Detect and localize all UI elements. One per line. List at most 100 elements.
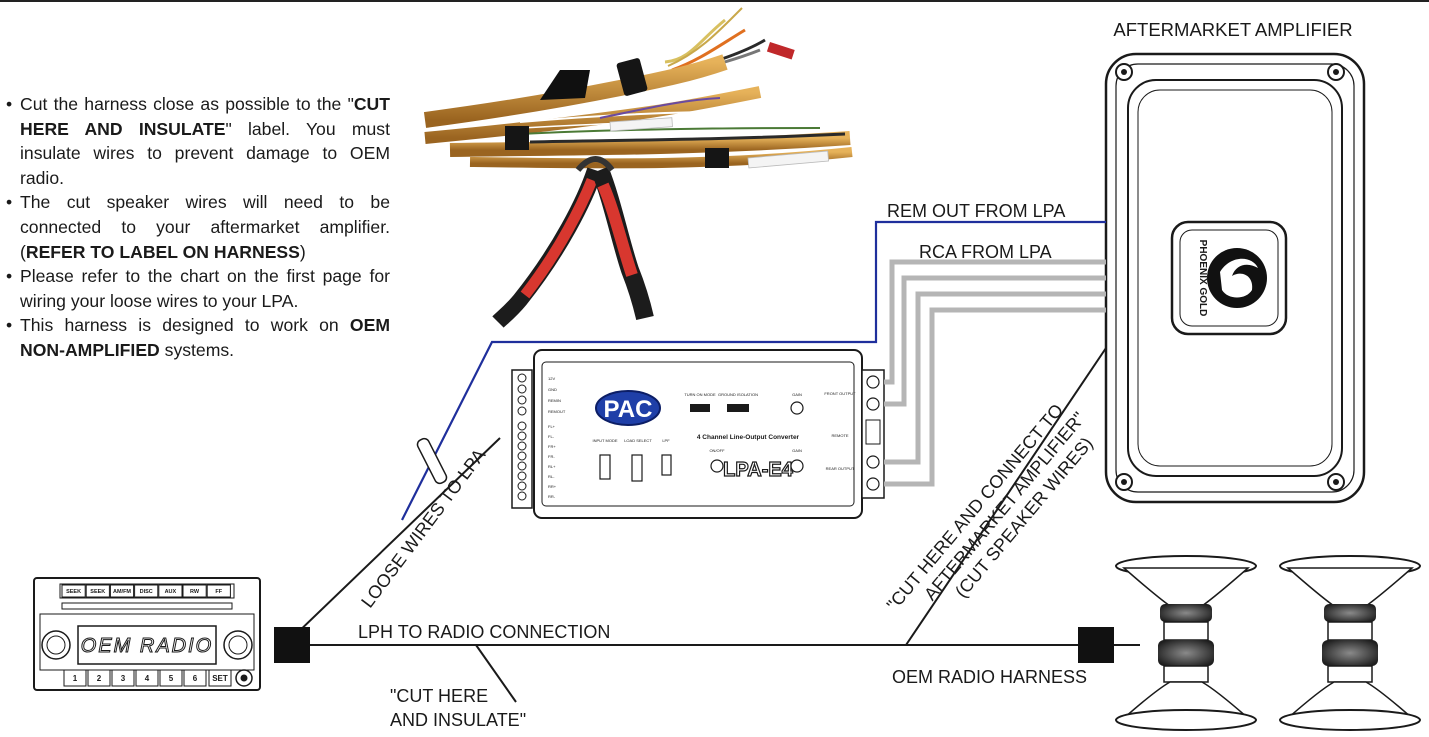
lpa-terminal-8: FR- (548, 454, 555, 459)
radio-display: OEM RADIO (81, 635, 213, 657)
oem-harness-label: OEM RADIO HARNESS (892, 667, 1087, 687)
radio-top-1-button (61, 584, 86, 598)
lpa-terminal-4: REMOUT (548, 409, 566, 414)
lpa-switch-label-1: TURN ON MODE (684, 392, 716, 397)
lpa-terminal-10: RL- (548, 474, 555, 479)
radio-preset-2-button (87, 669, 111, 687)
lpa-subtitle: 4 Channel Line-Output Converter (697, 434, 800, 441)
radio-top-3-label: AM/FM (113, 589, 131, 595)
rca-wire-4 (884, 307, 1106, 487)
amplifier-label: AFTERMARKET AMPLIFIER (1113, 19, 1352, 40)
radio-top-4-button (134, 584, 159, 598)
lpa-gain-label-1: GAIN (792, 392, 802, 397)
radio-preset-6-button (183, 669, 207, 687)
lpa-control-label-3: LPF (662, 438, 670, 443)
radio-top-5-label: AUX (165, 589, 177, 595)
cut-insulate-leader (475, 644, 517, 703)
radio-top-5-button (158, 584, 183, 598)
lpa-gain-label-3: GAIN (792, 448, 802, 453)
speaker-right (1279, 555, 1421, 731)
rca-wire-3 (884, 291, 1106, 465)
instruction-emphasis: OEM NON-AMPLIFIED (20, 315, 390, 360)
radio-top-7-button (206, 584, 231, 598)
radio-top-6-label: RW (190, 589, 200, 595)
radio-preset-5-label: 5 (169, 674, 174, 683)
lpa-brand: PAC (604, 396, 653, 423)
radio-preset-3-label: 3 (121, 674, 126, 683)
rca-wire-2 (884, 275, 1106, 407)
lpa-control-label-2: LOAD SELECT (624, 438, 652, 443)
radio-preset-4-label: 4 (145, 674, 150, 683)
radio-preset-1-label: 1 (73, 674, 78, 683)
lpa-gain-label-2: ON/OFF (709, 448, 725, 453)
lpa-output-label-2: REMOTE (831, 433, 848, 438)
speaker-left (1115, 555, 1257, 731)
instruction-item: Please refer to the chart on the first p… (6, 264, 390, 313)
lpa-terminal-9: RL+ (548, 464, 556, 469)
cut-insulate-label-2: AND INSULATE" (390, 710, 526, 730)
radio-top-3-button (109, 584, 135, 598)
radio-top-2-button (85, 584, 110, 598)
instruction-text: Please refer to the chart on the first p… (20, 266, 390, 311)
rem-out-label: REM OUT FROM LPA (887, 201, 1065, 221)
radio-preset-3-button (111, 669, 135, 687)
radio-preset-1-button (63, 669, 87, 687)
lpa-terminal-1: 12V (548, 376, 555, 381)
radio-top-7-label: FF (215, 589, 222, 595)
inline-fuse (416, 437, 448, 485)
radio-preset-4-button (135, 669, 159, 687)
lph-connection-label: LPH TO RADIO CONNECTION (358, 622, 610, 642)
radio-top-1-label: SEEK (66, 589, 81, 595)
instruction-text: This harness is designed to work on (20, 315, 350, 336)
instruction-item: Cut the harness close as possible to the… (6, 92, 390, 190)
radio-set-label: SET (212, 674, 228, 683)
speaker-cut-leader (905, 347, 1107, 646)
radio-top-6-button (182, 584, 207, 598)
instruction-text: Cut the harness close as possible to the… (20, 94, 354, 114)
oem-harness-connector (1078, 627, 1114, 663)
speaker-cut-label-2: AFTERMARKET AMPLIFIER" (920, 408, 1089, 604)
radio-top-2-label: SEEK (90, 589, 105, 595)
rem-out-wire (401, 220, 1106, 521)
lpa-model: LPA-E4 (723, 459, 794, 481)
instruction-text: ) (299, 241, 306, 262)
lpa-terminal-3: REMIN (548, 398, 561, 403)
radio-set-button (208, 669, 232, 687)
lpa-terminal-12: RR- (548, 494, 556, 499)
lph-connector (274, 627, 310, 663)
rca-wires (884, 259, 1106, 487)
rca-wire-1 (884, 259, 1106, 385)
radio-preset-5-button (159, 669, 183, 687)
aftermarket-amplifier: PHOENIX GOLD (1104, 52, 1366, 504)
instruction-emphasis: REFER TO LABEL ON HARNESS (25, 241, 300, 262)
instruction-text: The cut speaker wires will need to be co… (20, 192, 390, 262)
lpa-output-label-3: REAR OUTPUT (826, 466, 855, 471)
lpa-switch-label-2: GROUND ISOLATION (718, 392, 758, 397)
cut-insulate-label-1: "CUT HERE (390, 686, 488, 706)
lpa-terminal-11: RR+ (548, 484, 557, 489)
lpa-terminal-7: FR+ (548, 444, 556, 449)
lpa-output-label-1: FRONT OUTPUT (824, 391, 856, 396)
radio-preset-6-label: 6 (193, 674, 198, 683)
loose-wires-label: LOOSE WIRES TO LPA (357, 445, 489, 611)
instructions-list: Cut the harness close as possible to the… (6, 92, 390, 363)
instruction-text: " label. You must insulate wires to prev… (20, 118, 390, 188)
lpa-control-label-1: INPUT MODE (592, 438, 617, 443)
instruction-text: systems. (159, 339, 235, 360)
instruction-item: The cut speaker wires will need to be co… (6, 190, 390, 264)
harness-photo (423, 7, 853, 328)
rca-label: RCA FROM LPA (919, 242, 1052, 262)
radio-top-4-label: DISC (140, 589, 153, 595)
amp-logo-text: PHOENIX GOLD (1197, 240, 1208, 317)
radio-top-buttons: SEEK SEEK AM/FM DISC AUX RW FF (61, 584, 231, 598)
lpa-terminal-6: FL- (548, 434, 555, 439)
radio-preset-buttons: 1 2 3 4 5 6 SET (63, 669, 232, 687)
radio-preset-2-label: 2 (97, 674, 102, 683)
instruction-item: This harness is designed to work on OEM … (6, 313, 390, 362)
lpa-module: PAC 4 Channel Line-Output Converter LPA-… (511, 349, 885, 519)
loose-wire-line (291, 437, 501, 639)
top-rule (0, 0, 1429, 2)
instruction-emphasis: CUT HERE AND INSULATE (20, 94, 390, 139)
oem-radio: SEEK SEEK AM/FM DISC AUX RW FF OEM RADIO 1 2 3 4 5… (33, 577, 261, 691)
